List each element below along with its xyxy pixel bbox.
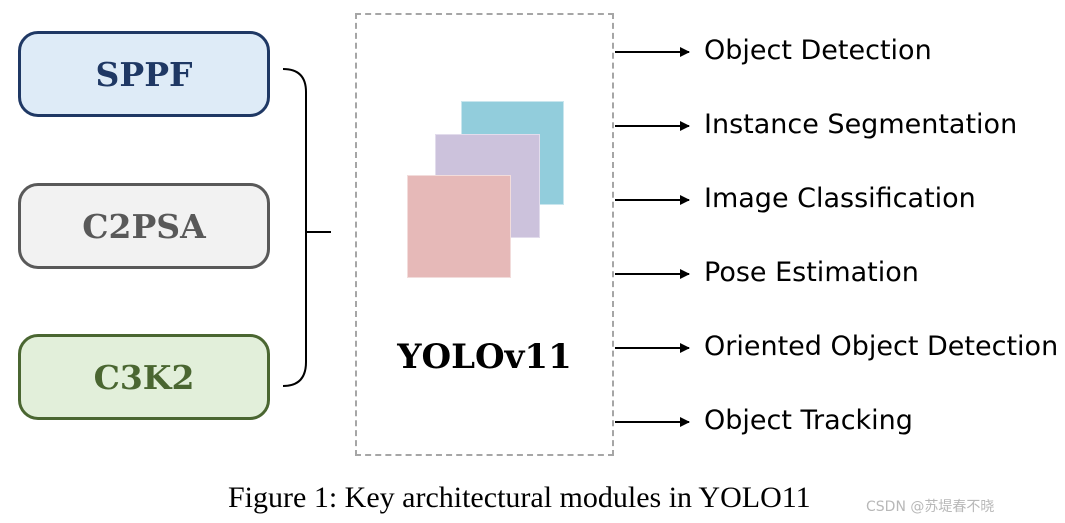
task-object-detection: Object Detection (704, 35, 932, 66)
figure-caption: Figure 1: Key architectural modules in Y… (228, 481, 811, 514)
module-c2psa: C2PSA (18, 183, 270, 269)
bracket-icon (282, 68, 307, 387)
task-oriented-object-detection: Oriented Object Detection (704, 331, 1059, 362)
task-arrows (615, 47, 690, 427)
module-sppf-label: SPPF (95, 54, 193, 94)
module-c3k2-label: C3K2 (93, 357, 195, 397)
watermark: CSDN @苏堤春不晓 (866, 499, 995, 515)
module-c2psa-label: C2PSA (82, 206, 206, 246)
task-pose-estimation: Pose Estimation (704, 257, 919, 288)
yolo-model-box: YOLOv11 (355, 13, 614, 456)
model-name: YOLOv11 (397, 337, 572, 377)
task-instance-segmentation: Instance Segmentation (704, 109, 1018, 140)
task-object-tracking: Object Tracking (704, 405, 913, 436)
module-sppf: SPPF (18, 31, 270, 117)
module-c3k2: C3K2 (18, 334, 270, 420)
task-image-classification: Image Classification (704, 183, 976, 214)
feature-layer-front (407, 175, 511, 278)
